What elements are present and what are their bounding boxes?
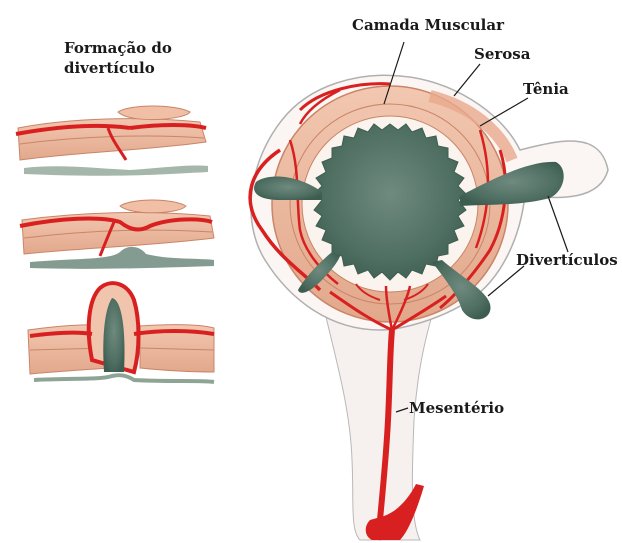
label-muscular-layer: Camada Muscular xyxy=(352,15,504,35)
label-tenia: Tênia xyxy=(523,79,569,99)
colon-cross-section xyxy=(250,75,608,540)
label-mesentery: Mesentério xyxy=(409,398,504,418)
leader-div-right xyxy=(548,196,568,252)
leader-serosa xyxy=(454,64,480,96)
label-diverticula: Divertículos xyxy=(516,250,618,270)
formation-stage-1 xyxy=(16,106,208,176)
formation-title-line2: divertículo xyxy=(64,58,172,78)
formation-title: Formação do divertículo xyxy=(64,38,172,78)
label-serosa: Serosa xyxy=(474,44,530,64)
formation-title-line1: Formação do xyxy=(64,38,172,58)
formation-stage-3 xyxy=(28,283,214,382)
formation-stage-2 xyxy=(20,200,214,269)
